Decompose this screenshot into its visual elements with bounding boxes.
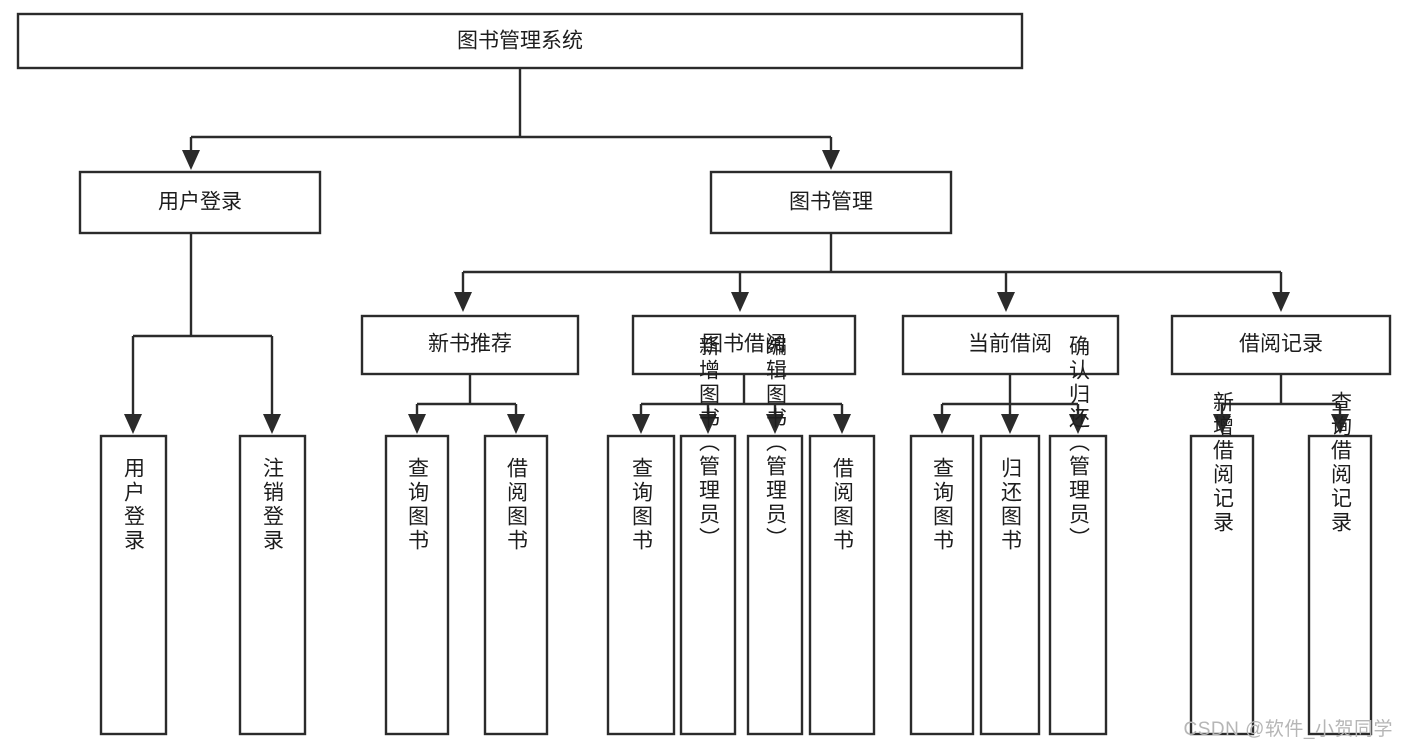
arrowhead-edit-book xyxy=(766,414,784,434)
leaf-borrow-book-a-label: 借阅图书 xyxy=(505,457,529,553)
arrowhead-borrow-book-b xyxy=(833,414,851,434)
node-current-borrow[interactable]: 当前借阅 xyxy=(901,314,1120,376)
arrowhead-user-login xyxy=(182,150,200,170)
leaf-edit-book-admin-label: 编辑图书（管理员） xyxy=(764,335,788,551)
leaf-query-borrow-record-label: 查询借阅记录 xyxy=(1329,391,1353,535)
arrowhead-return-book xyxy=(1001,414,1019,434)
node-new-book-recommend[interactable]: 新书推荐 xyxy=(360,314,580,376)
node-borrow-record-label: 借阅记录 xyxy=(1239,333,1323,356)
arrowhead-new-book-rec xyxy=(454,292,472,312)
leaf-logout-label: 注销登录 xyxy=(261,457,285,553)
leaf-query-book-b[interactable]: 查询图书 xyxy=(606,434,676,736)
arrowhead-borrow-book-a xyxy=(507,414,525,434)
arrowhead-leaf-user-login xyxy=(124,414,142,434)
leaf-borrow-book-a-box[interactable] xyxy=(483,434,549,736)
node-new-book-recommend-box[interactable] xyxy=(360,314,580,376)
leaf-query-book-a-box[interactable] xyxy=(384,434,450,736)
node-borrow-record[interactable]: 借阅记录 xyxy=(1170,314,1392,376)
leaf-logout-box[interactable] xyxy=(238,434,307,736)
leaf-confirm-return-admin[interactable]: 确认归还（管理员） xyxy=(1048,335,1108,736)
leaf-add-book-admin-label: 新增图书（管理员） xyxy=(697,335,721,551)
arrowhead-query-borrow-record xyxy=(1331,414,1349,434)
node-user-login[interactable]: 用户登录 xyxy=(78,170,322,235)
leaf-add-book-admin-box[interactable] xyxy=(679,434,737,736)
arrowhead-query-book-a xyxy=(408,414,426,434)
node-book-borrow-box[interactable] xyxy=(631,314,857,376)
leaf-borrow-book-a[interactable]: 借阅图书 xyxy=(483,434,549,736)
leaf-confirm-return-admin-label: 确认归还（管理员） xyxy=(1067,335,1091,551)
leaf-logout[interactable]: 注销登录 xyxy=(238,434,307,736)
leaf-user-login-label: 用户登录 xyxy=(122,457,146,553)
leaf-add-borrow-record-box[interactable] xyxy=(1189,434,1255,736)
node-root-box[interactable] xyxy=(16,12,1024,70)
leaf-query-book-b-label: 查询图书 xyxy=(630,457,654,553)
node-book-management-box[interactable] xyxy=(709,170,953,235)
leaf-add-borrow-record[interactable]: 新增借阅记录 xyxy=(1189,391,1255,736)
leaf-query-book-c-box[interactable] xyxy=(909,434,975,736)
leaf-query-book-c[interactable]: 查询图书 xyxy=(909,434,975,736)
leaf-confirm-return-admin-box[interactable] xyxy=(1048,434,1108,736)
node-book-management-label: 图书管理 xyxy=(789,191,873,214)
node-user-login-box[interactable] xyxy=(78,170,322,235)
node-root[interactable]: 图书管理系统 xyxy=(16,12,1024,70)
arrowhead-add-book xyxy=(699,414,717,434)
arrowhead-book-mgmt xyxy=(822,150,840,170)
node-root-label: 图书管理系统 xyxy=(457,30,583,53)
leaf-return-book[interactable]: 归还图书 xyxy=(979,434,1041,736)
arrowhead-borrow-record xyxy=(1272,292,1290,312)
leaf-user-login[interactable]: 用户登录 xyxy=(99,434,168,736)
node-user-login-label: 用户登录 xyxy=(158,191,242,214)
leaf-edit-book-admin[interactable]: 编辑图书（管理员） xyxy=(746,335,804,736)
leaf-query-book-a-label: 查询图书 xyxy=(406,457,430,553)
arrowhead-leaf-logout xyxy=(263,414,281,434)
arrowhead-add-borrow-record xyxy=(1213,414,1231,434)
leaf-user-login-box[interactable] xyxy=(99,434,168,736)
leaf-add-book-admin[interactable]: 新增图书（管理员） xyxy=(679,335,737,736)
arrowhead-query-book-c xyxy=(933,414,951,434)
node-book-management[interactable]: 图书管理 xyxy=(709,170,953,235)
node-current-borrow-label: 当前借阅 xyxy=(968,333,1052,356)
leaf-edit-book-admin-box[interactable] xyxy=(746,434,804,736)
node-borrow-record-box[interactable] xyxy=(1170,314,1392,376)
leaf-query-book-c-label: 查询图书 xyxy=(931,457,955,553)
leaf-query-borrow-record[interactable]: 查询借阅记录 xyxy=(1307,391,1373,736)
arrowhead-query-book-b xyxy=(632,414,650,434)
leaf-return-book-box[interactable] xyxy=(979,434,1041,736)
node-book-borrow-label: 图书借阅 xyxy=(702,333,786,356)
connector-group xyxy=(124,68,1349,434)
node-current-borrow-box[interactable] xyxy=(901,314,1120,376)
leaf-query-borrow-record-box[interactable] xyxy=(1307,434,1373,736)
arrowhead-current-borrow xyxy=(997,292,1015,312)
leaf-query-book-a[interactable]: 查询图书 xyxy=(384,434,450,736)
arrowhead-book-borrow xyxy=(731,292,749,312)
node-book-borrow[interactable]: 图书借阅 xyxy=(631,314,857,376)
leaf-borrow-book-b-label: 借阅图书 xyxy=(831,457,855,553)
leaf-return-book-label: 归还图书 xyxy=(999,457,1023,553)
leaf-query-book-b-box[interactable] xyxy=(606,434,676,736)
node-new-book-recommend-label: 新书推荐 xyxy=(428,333,512,356)
leaf-borrow-book-b-box[interactable] xyxy=(808,434,876,736)
leaf-add-borrow-record-label: 新增借阅记录 xyxy=(1211,391,1235,535)
arrowhead-confirm-return xyxy=(1069,414,1087,434)
leaf-borrow-book-b[interactable]: 借阅图书 xyxy=(808,434,876,736)
